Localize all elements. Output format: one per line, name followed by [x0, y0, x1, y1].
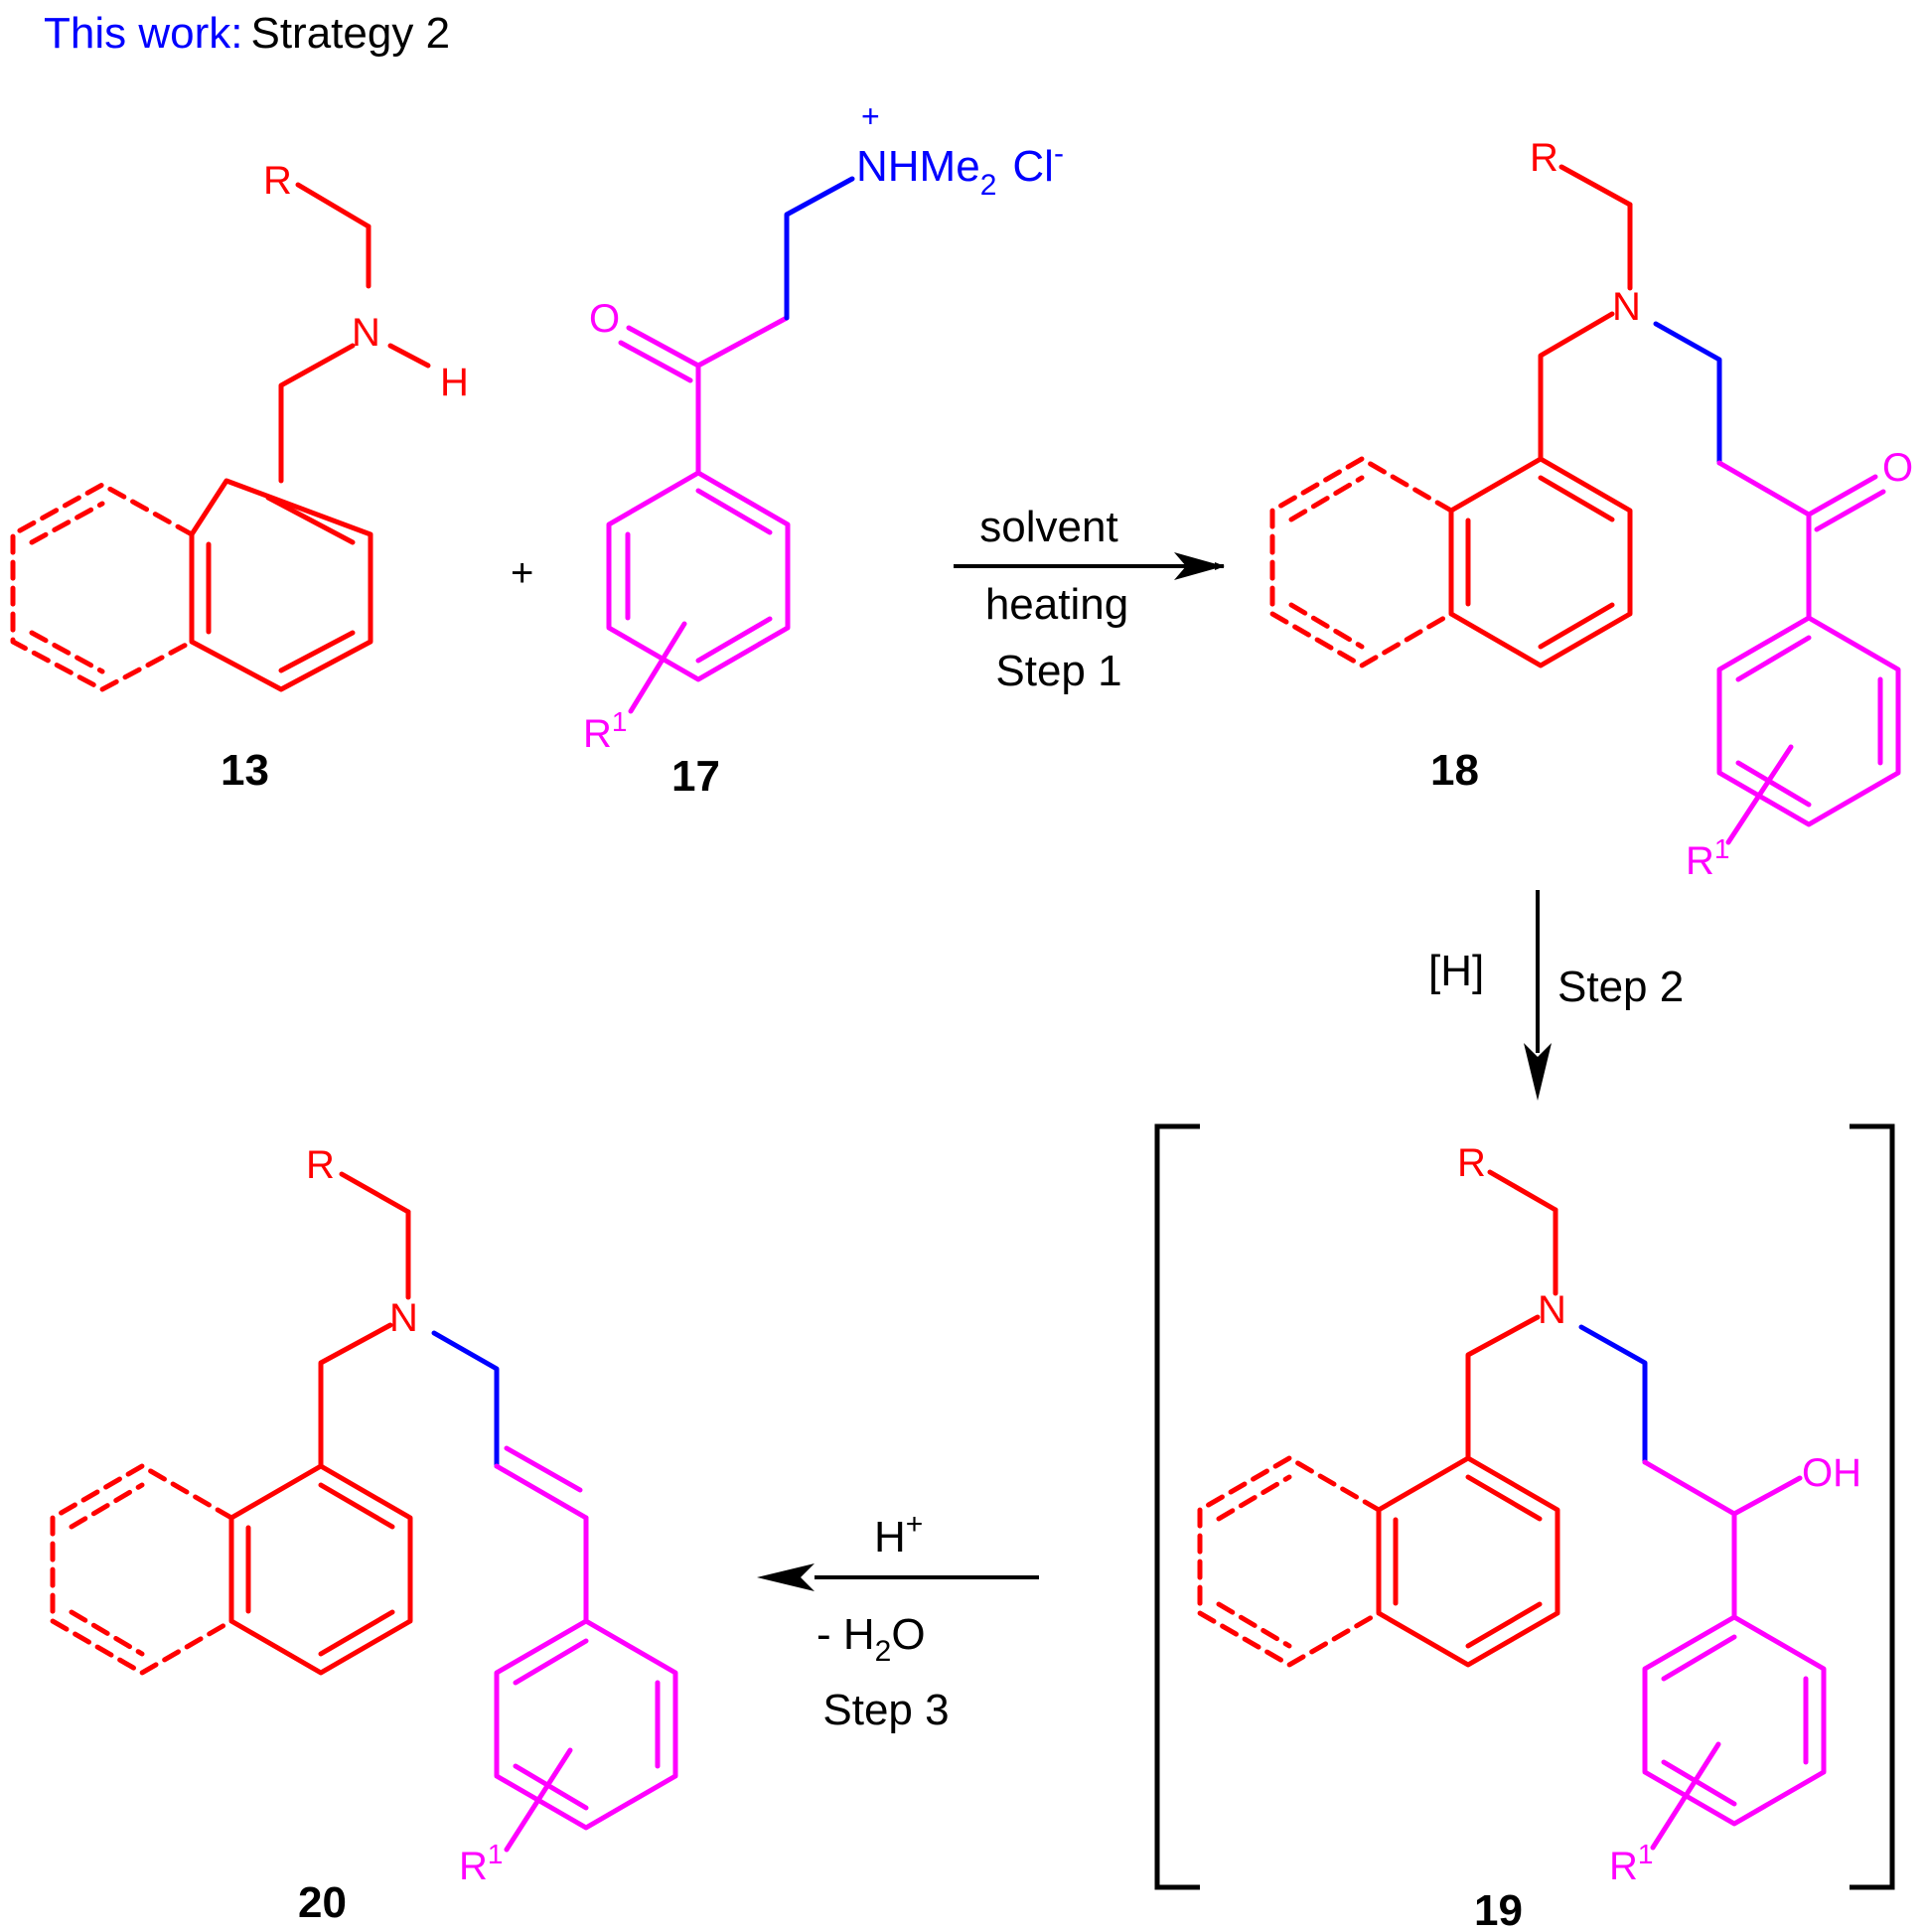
compound-18-naphthalene	[1269, 164, 1633, 669]
atom-r1: R1	[1609, 1839, 1653, 1888]
right-bracket	[1850, 1123, 1895, 1890]
compound-label-18: 18	[1430, 746, 1479, 795]
compound-13-naphthalene	[10, 182, 431, 692]
atom-r: R	[263, 159, 292, 203]
atom-r: R	[306, 1143, 335, 1187]
compound-label-17: 17	[671, 752, 720, 801]
atom-o: O	[1882, 446, 1913, 490]
step2-reagent: [H]	[1428, 947, 1484, 995]
compound-17-linker	[784, 176, 855, 321]
step3-reagent: H+	[874, 1508, 923, 1561]
compound-19: R N OH R1 19	[1197, 1141, 1861, 1932]
plus-sign: +	[511, 551, 533, 595]
step1-condition: heating	[985, 580, 1128, 629]
compound-20-styryl	[494, 1445, 678, 1853]
atom-n: N	[1612, 285, 1641, 329]
compound-label-13: 13	[221, 746, 269, 795]
step1-label: Step 1	[995, 647, 1121, 695]
compound-20-linker	[431, 1330, 500, 1469]
step3-label: Step 3	[822, 1686, 949, 1734]
atom-r1: R1	[583, 706, 627, 756]
compound-13: R N H 13	[10, 159, 469, 795]
step2-label: Step 2	[1557, 963, 1684, 1011]
step3-condition: - H2O	[816, 1610, 926, 1668]
compound-19-linker	[1578, 1324, 1648, 1465]
step1-reagent: solvent	[979, 503, 1117, 551]
header-prefix: This work:	[44, 9, 242, 58]
atom-o: O	[589, 297, 620, 341]
step1-arrow: solvent heating Step 1	[954, 503, 1225, 695]
compound-20: R N R1 20	[50, 1143, 678, 1927]
atom-n: N	[389, 1296, 418, 1340]
atom-h: H	[440, 361, 469, 404]
charge-plus: +	[861, 98, 880, 134]
left-bracket	[1154, 1123, 1200, 1890]
compound-18-aryl-ketone	[1716, 460, 1901, 845]
header-strategy: Strategy 2	[250, 9, 450, 58]
atom-r: R	[1457, 1141, 1486, 1185]
compound-17-aryl-ketone	[606, 315, 791, 714]
atom-r: R	[1530, 136, 1558, 180]
step3-arrow: H+ - H2O Step 3	[757, 1508, 1039, 1734]
compound-19-aryl-alcohol	[1642, 1459, 1827, 1851]
compound-18: R N O R1 18	[1269, 136, 1913, 883]
atom-n: N	[1538, 1288, 1566, 1332]
compound-18-linker	[1653, 321, 1722, 466]
atom-n: N	[352, 311, 380, 355]
intermediate-brackets	[1154, 1123, 1895, 1890]
atom-r1: R1	[1686, 833, 1729, 883]
compound-label-20: 20	[298, 1878, 347, 1927]
compound-19-naphthalene	[1197, 1169, 1560, 1668]
header-title: This work:Strategy 2	[44, 9, 450, 58]
compound-label-19: 19	[1474, 1886, 1523, 1932]
atom-oh: OH	[1802, 1451, 1861, 1495]
compound-20-naphthalene	[50, 1171, 413, 1676]
step2-arrow: [H] Step 2	[1428, 890, 1684, 1101]
atom-r1: R1	[459, 1839, 503, 1888]
